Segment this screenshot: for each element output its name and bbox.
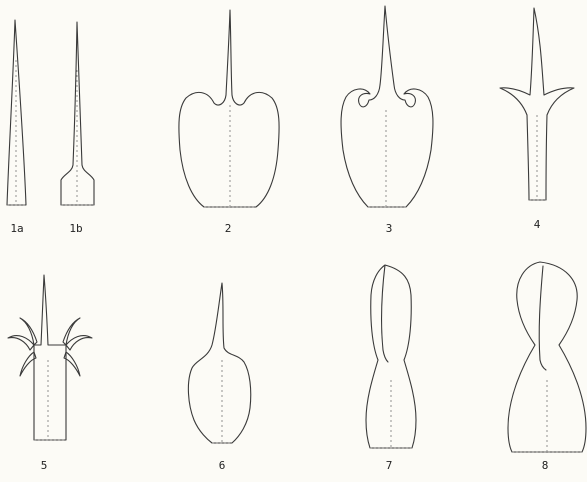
figure-1b-drawing xyxy=(61,22,94,205)
figure-3-drawing xyxy=(341,6,433,207)
figure-1b-label: 1b xyxy=(69,222,82,235)
figure-4-drawing xyxy=(500,8,574,200)
figure-1a-label: 1a xyxy=(10,222,23,235)
figure-2-drawing xyxy=(179,10,279,207)
figure-8-drawing xyxy=(508,262,586,452)
figure-7-drawing xyxy=(366,265,416,448)
figure-5-label: 5 xyxy=(41,459,48,472)
figure-1a-drawing xyxy=(7,20,26,205)
figure-8-label: 8 xyxy=(542,459,549,472)
figure-6-label: 6 xyxy=(219,459,226,472)
figure-3-label: 3 xyxy=(386,222,393,235)
figure-2-label: 2 xyxy=(225,222,232,235)
figure-4-label: 4 xyxy=(534,218,541,231)
figure-7-label: 7 xyxy=(386,459,393,472)
figure-5-drawing xyxy=(8,275,92,440)
figure-6-drawing xyxy=(188,283,250,443)
